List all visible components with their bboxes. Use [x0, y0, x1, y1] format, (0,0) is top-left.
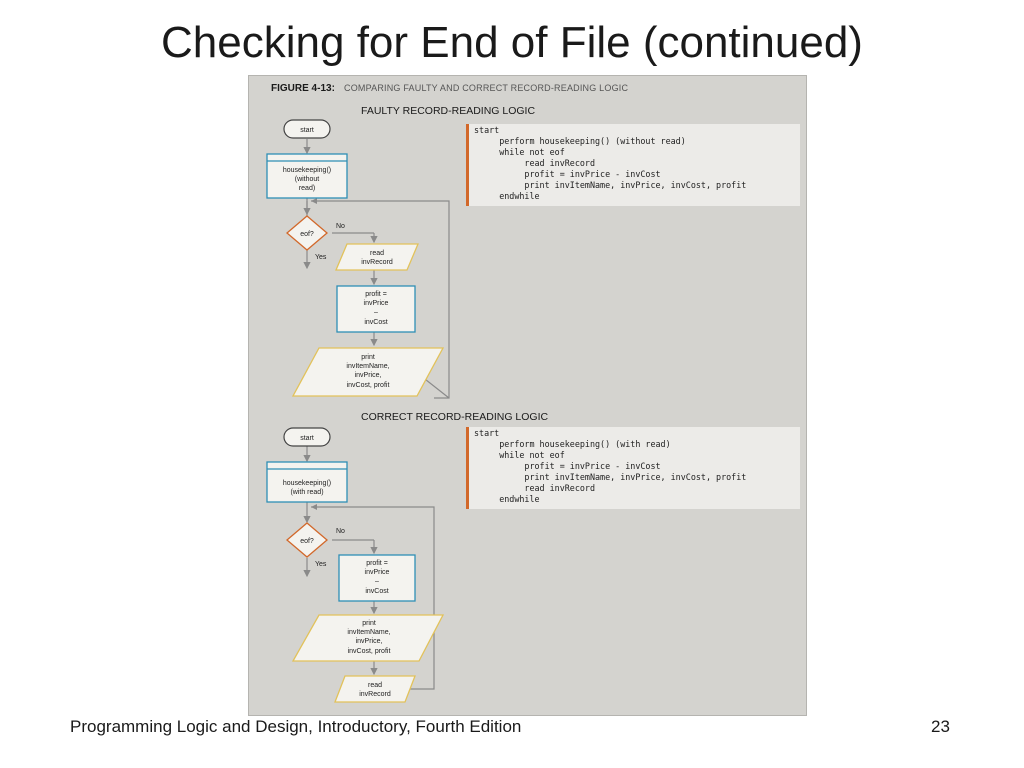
svg-text:print: print	[361, 354, 375, 361]
svg-text:profit =: profit =	[365, 291, 387, 298]
svg-text:invCost: invCost	[365, 588, 388, 595]
svg-text:profit =: profit =	[366, 560, 388, 567]
slide-title: Checking for End of File (continued)	[161, 18, 863, 67]
svg-text:invItemName,: invItemName,	[347, 629, 390, 636]
svg-text:–: –	[374, 309, 378, 316]
yes-label: Yes	[315, 561, 327, 568]
code-line: while not eof	[474, 147, 565, 157]
code-line: perform housekeeping() (with read)	[474, 439, 671, 449]
svg-text:invPrice: invPrice	[365, 569, 390, 576]
code-line: while not eof	[474, 450, 565, 460]
svg-text:(without: (without	[295, 176, 320, 183]
correct-connectors	[303, 446, 435, 690]
svg-text:invCost, profit: invCost, profit	[347, 382, 390, 389]
code-line: profit = invPrice - invCost	[474, 461, 661, 471]
svg-text:invCost: invCost	[364, 319, 387, 326]
svg-text:–: –	[375, 578, 379, 585]
correct-housekeeping-process: housekeeping() (with read)	[266, 461, 348, 503]
code-line: perform housekeeping() (without read)	[474, 136, 686, 146]
faulty-start-terminal: start	[283, 119, 331, 139]
correct-profit-process: profit = invPrice – invCost	[338, 554, 416, 602]
correct-eof-decision: eof?	[285, 522, 329, 558]
svg-text:(with read): (with read)	[290, 489, 323, 496]
no-label: No	[336, 528, 345, 535]
correct-read-io: read invRecord	[334, 675, 416, 703]
yes-label: Yes	[315, 254, 327, 261]
correct-code-box: start perform housekeeping() (with read)…	[466, 427, 800, 509]
svg-text:invRecord: invRecord	[361, 259, 393, 266]
code-line: start	[474, 125, 499, 135]
figure-caption: COMPARING FAULTY AND CORRECT RECORD-READ…	[344, 83, 628, 93]
code-line: start	[474, 428, 499, 438]
correct-start-terminal: start	[283, 427, 331, 447]
faulty-heading: FAULTY RECORD-READING LOGIC	[361, 105, 535, 117]
faulty-profit-process: profit = invPrice – invCost	[336, 285, 416, 333]
code-line: endwhile	[474, 191, 540, 201]
svg-text:invPrice: invPrice	[364, 300, 389, 307]
svg-text:eof?: eof?	[300, 231, 314, 238]
svg-text:invRecord: invRecord	[359, 691, 391, 698]
faulty-print-io: print invItemName, invPrice, invCost, pr…	[291, 347, 445, 397]
svg-text:read: read	[370, 250, 384, 257]
code-accent-bar	[466, 427, 469, 509]
figure-panel: FIGURE 4-13: COMPARING FAULTY AND CORREC…	[248, 75, 807, 716]
svg-text:invPrice,: invPrice,	[356, 638, 383, 645]
no-label: No	[336, 223, 345, 230]
code-line: profit = invPrice - invCost	[474, 169, 661, 179]
svg-text:print: print	[362, 620, 376, 627]
correct-print-io: print invItemName, invPrice, invCost, pr…	[291, 614, 445, 662]
code-line: print invItemName, invPrice, invCost, pr…	[474, 180, 746, 190]
code-line: read invRecord	[474, 483, 595, 493]
figure-number: FIGURE 4-13:	[271, 83, 335, 94]
flowchart-figure: FIGURE 4-13: COMPARING FAULTY AND CORREC…	[266, 83, 800, 703]
svg-text:invItemName,: invItemName,	[346, 363, 389, 370]
svg-text:start: start	[300, 435, 314, 442]
svg-text:eof?: eof?	[300, 538, 314, 545]
correct-heading: CORRECT RECORD-READING LOGIC	[361, 411, 548, 423]
faulty-eof-decision: eof?	[285, 215, 329, 251]
code-line: print invItemName, invPrice, invCost, pr…	[474, 472, 746, 482]
svg-text:invCost, profit: invCost, profit	[348, 648, 391, 655]
faulty-code-box: start perform housekeeping() (without re…	[466, 124, 800, 206]
footer-book-title: Programming Logic and Design, Introducto…	[70, 717, 522, 736]
page-number: 23	[931, 717, 950, 736]
svg-text:read): read)	[299, 185, 315, 192]
svg-text:read: read	[368, 682, 382, 689]
svg-text:start: start	[300, 127, 314, 134]
svg-text:invPrice,: invPrice,	[355, 372, 382, 379]
svg-text:housekeeping(): housekeeping()	[283, 167, 331, 174]
code-line: read invRecord	[474, 158, 595, 168]
faulty-housekeeping-process: housekeeping() (without read)	[266, 153, 348, 199]
code-line: endwhile	[474, 494, 540, 504]
faulty-read-io: read invRecord	[335, 243, 419, 271]
svg-text:housekeeping(): housekeeping()	[283, 480, 331, 487]
code-accent-bar	[466, 124, 469, 206]
